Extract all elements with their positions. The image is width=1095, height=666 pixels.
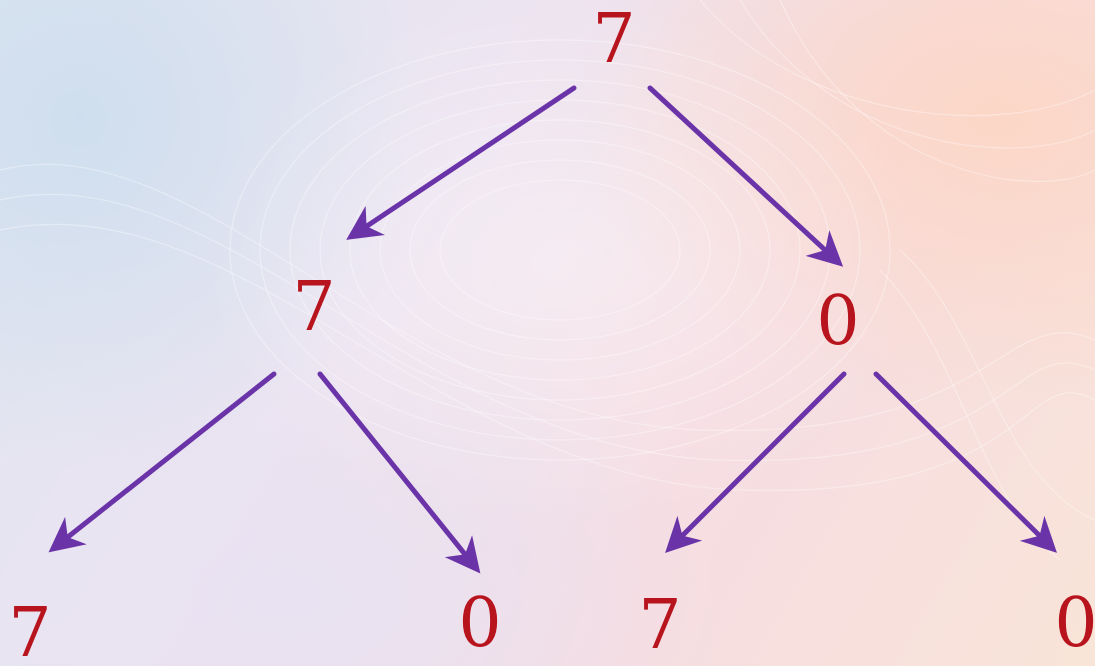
- edge-arrow-right-to-right-right: [876, 374, 1052, 548]
- tree-node-right-right: 0: [1054, 590, 1095, 658]
- edge-arrow-root-to-right: [650, 88, 838, 262]
- edge-arrow-left-to-left-right: [320, 374, 476, 568]
- tree-node-left-right: 0: [458, 590, 501, 658]
- tree-node-left: 7: [292, 274, 335, 342]
- tree-node-right-left: 7: [638, 592, 681, 660]
- edge-arrow-left-to-left-left: [54, 374, 274, 548]
- edge-arrow-root-to-left: [352, 88, 574, 236]
- tree-node-root: 7: [592, 6, 635, 74]
- tree-node-right: 0: [816, 288, 859, 356]
- edge-arrow-right-to-right-left: [670, 374, 844, 548]
- tree-node-left-left: 7: [8, 600, 51, 666]
